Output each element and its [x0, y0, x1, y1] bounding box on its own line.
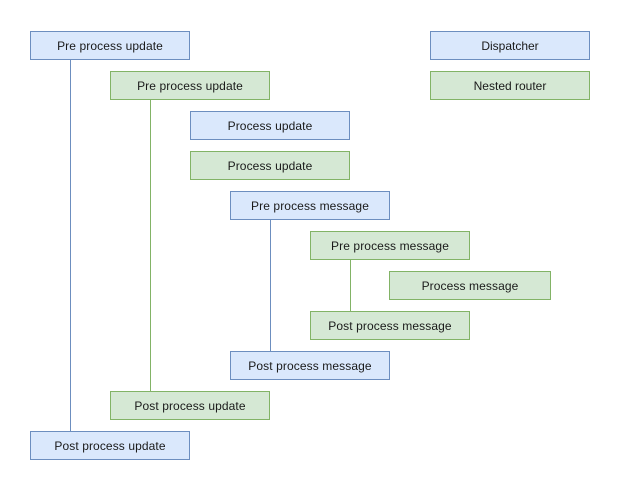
connector-line-dispatcher-outer: [70, 60, 71, 431]
node-process-message-nested[interactable]: Process message: [389, 271, 551, 300]
node-pre-process-message-dispatcher[interactable]: Pre process message: [230, 191, 390, 220]
connector-line-nested-inner: [350, 260, 351, 311]
node-pre-process-update-dispatcher[interactable]: Pre process update: [30, 31, 190, 60]
node-label: Process update: [227, 118, 313, 133]
node-post-process-message-nested[interactable]: Post process message: [310, 311, 470, 340]
node-pre-process-update-nested[interactable]: Pre process update: [110, 71, 270, 100]
connector-line-dispatcher-inner: [270, 220, 271, 351]
connector-line-nested-outer: [150, 100, 151, 391]
legend-item-nested-router[interactable]: Nested router: [430, 71, 590, 100]
node-pre-process-message-nested[interactable]: Pre process message: [310, 231, 470, 260]
node-label: Pre process message: [331, 238, 449, 253]
node-label: Post process message: [328, 318, 452, 333]
node-label: Process message: [421, 278, 519, 293]
legend-label: Nested router: [473, 78, 547, 93]
node-post-process-update-nested[interactable]: Post process update: [110, 391, 270, 420]
node-post-process-update-dispatcher[interactable]: Post process update: [30, 431, 190, 460]
legend-item-dispatcher[interactable]: Dispatcher: [430, 31, 590, 60]
node-label: Post process message: [248, 358, 372, 373]
node-label: Post process update: [54, 438, 166, 453]
node-label: Process update: [227, 158, 313, 173]
node-label: Pre process update: [137, 78, 243, 93]
node-label: Pre process update: [57, 38, 163, 53]
node-label: Post process update: [134, 398, 246, 413]
node-process-update-nested[interactable]: Process update: [190, 151, 350, 180]
node-label: Pre process message: [251, 198, 369, 213]
node-post-process-message-dispatcher[interactable]: Post process message: [230, 351, 390, 380]
node-process-update-dispatcher[interactable]: Process update: [190, 111, 350, 140]
legend-label: Dispatcher: [481, 38, 539, 53]
